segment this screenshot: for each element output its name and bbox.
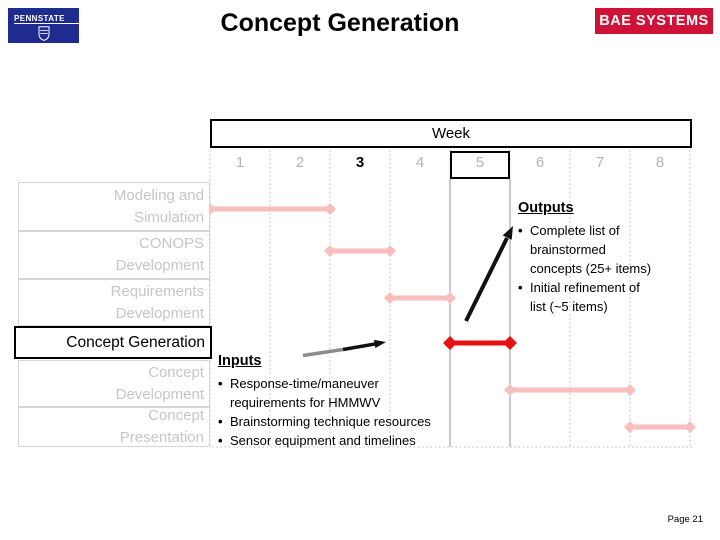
milestone-diamond (684, 421, 696, 433)
inputs-arrow (342, 342, 377, 352)
penn-state-shield-icon (38, 26, 49, 41)
week-number: 1 (235, 154, 245, 171)
task-label-line: Requirements (110, 282, 204, 300)
milestone-diamond (503, 336, 517, 350)
bae-systems-logo: BAE SYSTEMS (595, 8, 713, 34)
task-label: Concept Generation (14, 326, 212, 359)
milestone-diamond (624, 384, 636, 396)
week-number: 6 (535, 154, 545, 171)
milestone-diamond (324, 203, 336, 215)
penn-state-logo: PENNSTATE (8, 8, 79, 43)
milestone-diamond (443, 336, 457, 350)
inputs-heading: Inputs (218, 353, 262, 369)
task-label-line: Concept Generation (66, 333, 205, 351)
milestone-diamond (624, 421, 636, 433)
inputs-callout: Inputs Response-time/maneuverrequirement… (218, 352, 488, 450)
task-label-line: Development (115, 385, 204, 403)
milestone-diamond (504, 384, 516, 396)
milestone-diamond (324, 245, 336, 257)
milestone-diamond (384, 292, 396, 304)
task-label-line: Development (115, 257, 204, 274)
outputs-heading: Outputs (518, 200, 574, 216)
task-label-line: Presentation (119, 429, 204, 446)
outputs-arrow (464, 237, 509, 322)
bae-logo-text: BAE SYSTEMS (599, 13, 709, 29)
task-label: CONOPS Development (18, 231, 210, 279)
bullet-item: Sensor equipment and timelines (218, 431, 488, 450)
week-numbers-row: 1 2 3 4 5 6 7 8 (210, 148, 690, 178)
page-title: Concept Generation (220, 9, 460, 37)
milestone-diamond (384, 245, 396, 257)
milestone-diamond (444, 292, 456, 304)
outputs-callout: Outputs Complete list ofbrainstormedconc… (518, 199, 694, 316)
inputs-arrow-head (374, 339, 386, 349)
current-week-box (450, 151, 510, 179)
week-number: 7 (595, 154, 605, 171)
task-label-line: Concept (148, 407, 204, 424)
week-number: 4 (415, 154, 425, 171)
task-label-line: Modeling and (113, 186, 204, 204)
week-number: 5 (475, 154, 485, 171)
task-label-line: Simulation (133, 208, 204, 226)
outputs-arrow-head (502, 226, 513, 240)
gantt-week-header: Week (210, 119, 692, 148)
task-label-line: Development (115, 304, 204, 322)
week-header-label: Week (431, 125, 471, 142)
week-number: 8 (655, 154, 665, 171)
penn-state-logo-text: PENNSTATE (14, 14, 79, 24)
task-label-line: CONOPS (138, 235, 204, 252)
page-number: Page 21 (667, 514, 703, 525)
week-number: 2 (295, 154, 305, 171)
bullet-item: Brainstorming technique resources (218, 412, 488, 431)
task-label-line: Concept (148, 363, 204, 381)
week-number: 3 (355, 154, 365, 171)
